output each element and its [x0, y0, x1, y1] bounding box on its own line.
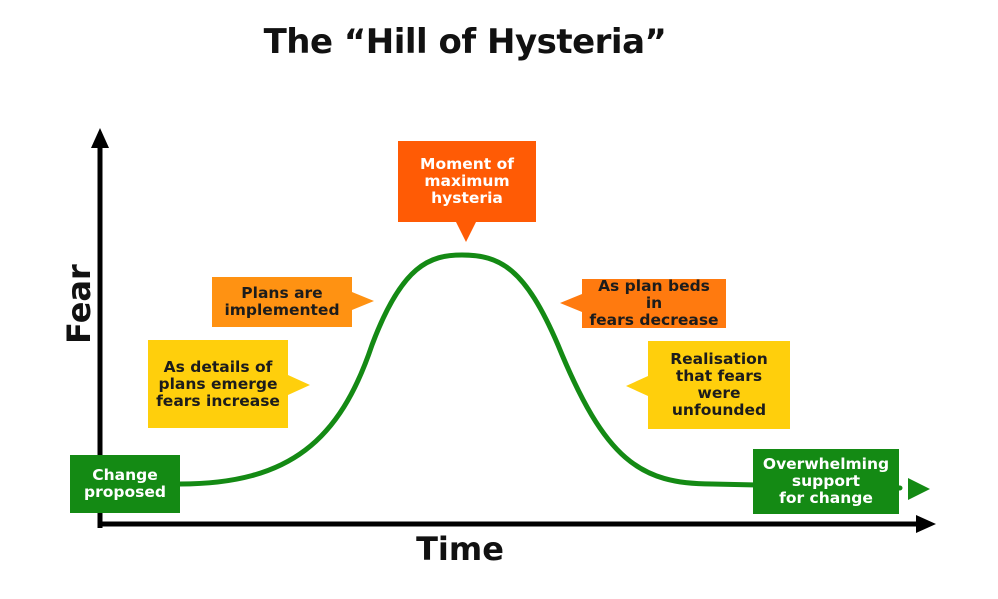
callout-line: Change — [92, 466, 158, 484]
x-axis-arrowhead — [916, 515, 936, 533]
callout-line: Overwhelming — [762, 455, 890, 473]
callout-change-proposed: Change proposed — [70, 455, 180, 513]
callout-line: unfounded — [671, 401, 767, 419]
callout-line: Realisation — [670, 350, 768, 368]
callout-line: Plans are — [241, 284, 323, 302]
callout-plans-implemented: Plans are implemented — [212, 277, 352, 327]
callout-pointer — [456, 222, 476, 242]
callout-line: proposed — [84, 483, 166, 501]
callout-line: As plan beds in — [598, 277, 710, 312]
y-axis-label: Fear — [60, 264, 98, 344]
callout-pointer — [626, 376, 648, 396]
y-axis-arrowhead — [91, 128, 109, 148]
callout-line: for change — [779, 489, 873, 507]
callout-line: plans emerge — [158, 374, 278, 393]
callout-overwhelming-support: Overwhelming support for change — [753, 449, 899, 514]
callout-line: implemented — [224, 301, 340, 319]
x-axis-label: Time — [416, 530, 504, 568]
callout-plan-beds-in: As plan beds in fears decrease — [582, 277, 726, 329]
callout-pointer — [560, 294, 582, 312]
callout-line: fears increase — [156, 391, 280, 410]
callout-line: As details of — [163, 357, 273, 376]
callout-line: Moment of — [420, 155, 514, 173]
callout-line: were — [697, 384, 741, 402]
callout-pointer — [352, 292, 374, 310]
hysteria-curve — [177, 252, 903, 491]
callout-max-hysteria: Moment of maximum hysteria — [398, 141, 536, 222]
callout-line: fears decrease — [589, 311, 719, 329]
curve-arrowhead — [908, 478, 930, 500]
callout-line: support — [791, 472, 861, 490]
callout-details-emerge: As details of plans emerge fears increas… — [148, 340, 288, 428]
callout-line: that fears — [675, 367, 763, 385]
callout-realisation: Realisation that fears were unfounded — [648, 341, 790, 429]
callout-line: hysteria — [431, 189, 503, 207]
callout-pointer — [288, 375, 310, 395]
callout-line: maximum — [424, 172, 510, 190]
diagram-title: The “Hill of Hysteria” — [263, 22, 667, 62]
